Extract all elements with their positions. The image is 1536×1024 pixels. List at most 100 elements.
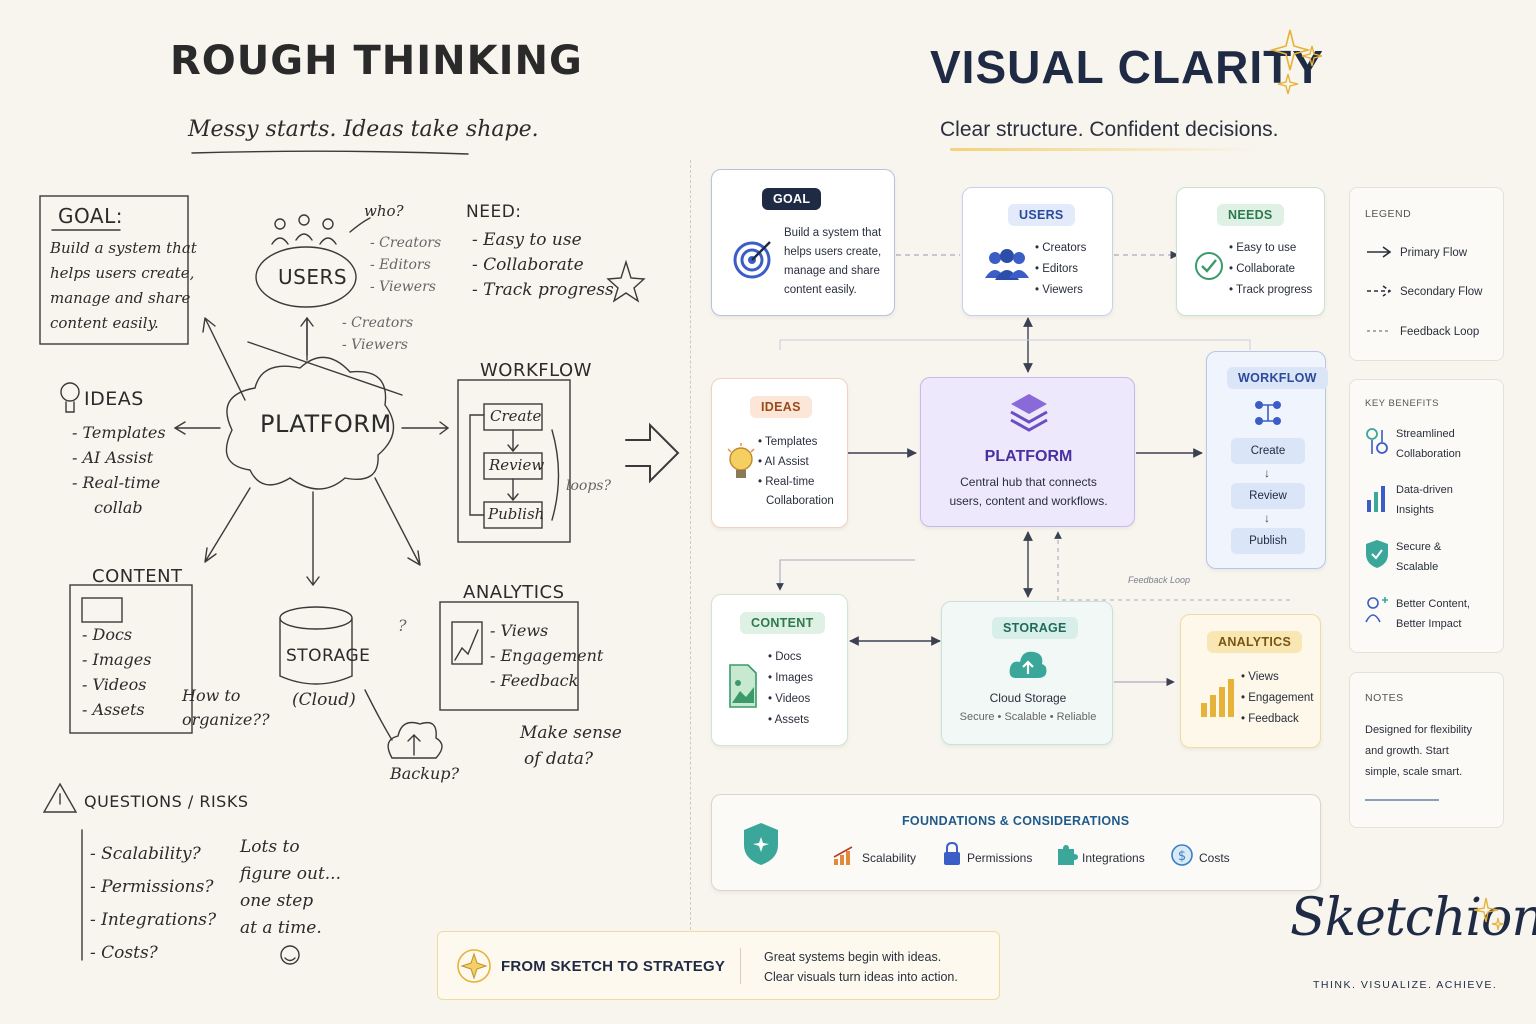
scalability-icon <box>833 846 853 865</box>
users-list: - Creators- Editors- Viewers <box>370 235 442 295</box>
workflow-card: WORKFLOW Create ↓ Review ↓ Publish <box>1206 351 1328 569</box>
workflow-note: loops? <box>566 478 611 494</box>
legend-lines <box>1367 246 1392 332</box>
foundation-permissions: Permissions <box>967 851 1033 865</box>
platform-cloud <box>225 356 395 490</box>
visual-clarity-subtitle: Clear structure. Confident decisions. <box>940 118 1279 141</box>
benefits-title: KEY BENEFITS <box>1365 398 1439 409</box>
sketch-to-strategy-banner: FROM SKETCH TO STRATEGY Great systems be… <box>437 931 1000 1000</box>
goal-box <box>39 195 189 345</box>
foundations-card: FOUNDATIONS & CONSIDERATIONS Scalability… <box>711 794 1321 891</box>
foundations-title: FOUNDATIONS & CONSIDERATIONS <box>902 814 1130 828</box>
backup-label: Backup? <box>390 764 460 783</box>
legend-secondary: Secondary Flow <box>1400 286 1483 298</box>
sparkle-icon <box>1270 29 1323 95</box>
rough-thinking-subtitle: Messy starts. Ideas take shape. <box>188 117 539 142</box>
check-icon <box>1195 252 1223 280</box>
document-image-icon <box>729 664 757 708</box>
users-ellipse <box>255 246 357 308</box>
legend-title: LEGEND <box>1365 208 1412 220</box>
impact-icon <box>1365 597 1388 623</box>
arrow-down-icon: ↓ <box>1264 466 1270 480</box>
storage-sub: (Cloud) <box>292 690 356 710</box>
foundation-scalability: Scalability <box>862 851 917 865</box>
lock-icon <box>944 841 960 865</box>
workflow-label: WORKFLOW <box>480 360 592 381</box>
legend-primary: Primary Flow <box>1400 247 1468 259</box>
needs-list: Easy to useCollaborateTrack progress <box>1229 238 1312 301</box>
target-icon <box>733 241 771 279</box>
questions-label: QUESTIONS / RISKS <box>84 792 249 811</box>
ideas-pill: IDEAS <box>750 396 812 418</box>
platform-title: PLATFORM <box>984 448 1073 465</box>
workflow-publish: Publish <box>1231 528 1305 554</box>
users-card: USERS CreatorsEditorsViewers <box>962 187 1113 316</box>
benefit-secure: Secure &Scalable <box>1396 541 1442 573</box>
collaboration-icon <box>1366 428 1388 454</box>
storage-cylinder <box>279 606 353 630</box>
banner-text: Great systems begin with ideas.Clear vis… <box>764 950 958 984</box>
users-question: who? <box>364 202 404 220</box>
puzzle-icon <box>1058 845 1078 865</box>
content-box <box>69 584 193 734</box>
content-list-right: DocsImagesVideosAssets <box>768 647 813 731</box>
storage-card: STORAGE Cloud Storage Secure • Scalable … <box>941 601 1113 745</box>
needs-pill: NEEDS <box>1217 204 1284 226</box>
bar-chart-icon <box>1201 679 1234 717</box>
warning-icon <box>42 782 78 813</box>
workflow-review: Review <box>1231 483 1305 509</box>
banner-title: FROM SKETCH TO STRATEGY <box>501 958 726 975</box>
foundation-integrations: Integrations <box>1082 851 1145 865</box>
need-label: NEED: <box>466 202 522 222</box>
layers-icon <box>1010 394 1048 432</box>
visual-clarity-title: VISUAL CLARITY <box>930 41 1324 93</box>
rough-thinking-title: ROUGH THINKING <box>170 38 583 84</box>
workflow-pill: WORKFLOW <box>1227 367 1328 389</box>
ideas-extra: Collaboration <box>766 495 834 507</box>
ideas-list-right: TemplatesAI AssistReal-time <box>758 432 818 492</box>
svg-text:$: $ <box>1178 849 1186 864</box>
subtitle-underline <box>191 150 469 155</box>
notes-rule <box>1365 799 1439 801</box>
sparkle-badge-icon <box>457 949 491 983</box>
storage-title: Cloud Storage <box>989 691 1067 705</box>
brand-sparkle-icon <box>1474 897 1504 931</box>
storage-pill: STORAGE <box>992 617 1078 639</box>
users-list-right: CreatorsEditorsViewers <box>1035 238 1086 301</box>
content-pill: CONTENT <box>740 612 825 634</box>
ideas-label: IDEAS <box>84 388 144 410</box>
data-insights-icon <box>1367 486 1385 512</box>
sketch-lines <box>39 195 680 965</box>
connector-lines <box>776 250 1290 687</box>
arrow-down-icon: ↓ <box>1264 511 1270 525</box>
bulb-icon <box>60 382 80 402</box>
content-card: CONTENT DocsImagesVideosAssets <box>711 594 848 746</box>
analytics-box <box>439 601 579 711</box>
legend-feedback: Feedback Loop <box>1400 326 1480 338</box>
goal-label: GOAL: <box>58 204 123 228</box>
secure-shield-icon <box>1366 540 1388 568</box>
subtitle-highlight <box>950 148 1260 151</box>
brand-logo: Sketchion <box>1290 888 1536 948</box>
star-icon <box>606 259 646 303</box>
storage-label: STORAGE <box>286 646 371 666</box>
workflow-step-review: Review <box>489 456 545 474</box>
workflow-step-publish: Publish <box>488 505 545 523</box>
workflow-create: Create <box>1231 438 1305 464</box>
analytics-list-right: ViewsEngagementFeedback <box>1241 667 1313 730</box>
shield-icon <box>744 823 778 865</box>
analytics-list: - Views- Engagement- Feedback <box>490 621 604 690</box>
users-icon <box>985 249 1029 280</box>
